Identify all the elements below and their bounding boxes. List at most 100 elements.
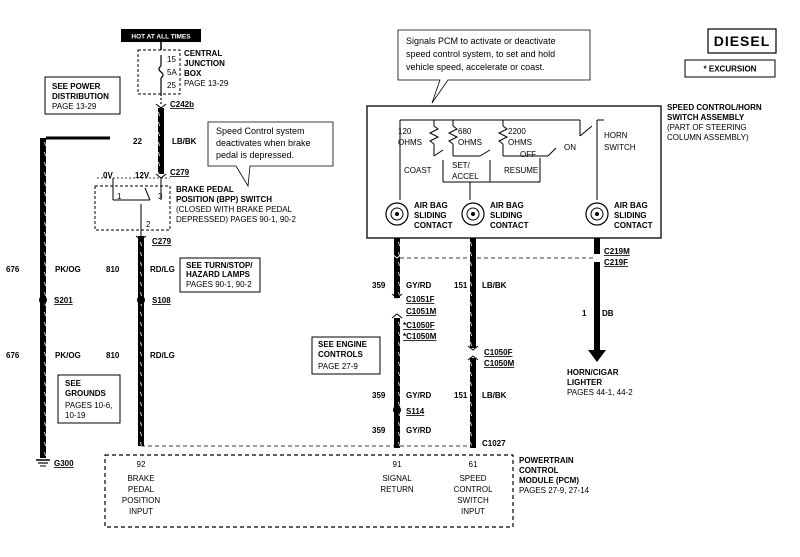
svg-text:OFF: OFF bbox=[520, 150, 536, 159]
wire-151-circuit bbox=[467, 238, 479, 448]
svg-text:810: 810 bbox=[106, 351, 120, 360]
svg-text:C219F: C219F bbox=[604, 258, 628, 267]
svg-text:SEE: SEE bbox=[65, 379, 82, 388]
svg-text:OHMS: OHMS bbox=[398, 138, 422, 147]
svg-text:pedal is depressed.: pedal is depressed. bbox=[216, 150, 294, 160]
svg-text:OHMS: OHMS bbox=[458, 138, 482, 147]
svg-text:C242b: C242b bbox=[170, 100, 194, 109]
svg-text:CONTACT: CONTACT bbox=[614, 221, 653, 230]
svg-text:PAGE 27-9: PAGE 27-9 bbox=[318, 362, 358, 371]
svg-text:*C1050F: *C1050F bbox=[403, 321, 435, 330]
svg-text:SEE POWER: SEE POWER bbox=[52, 82, 101, 91]
horn-lighter-ref: HORN/CIGAR LIGHTER PAGES 44-1, 44-2 bbox=[567, 368, 633, 397]
svg-text:151: 151 bbox=[454, 391, 468, 400]
svg-text:speed control system, to set a: speed control system, to set and hold bbox=[406, 49, 555, 59]
svg-text:CONTROL: CONTROL bbox=[519, 466, 559, 475]
svg-text:RD/LG: RD/LG bbox=[150, 265, 175, 274]
splice-s108: S108 bbox=[137, 296, 171, 305]
svg-text:CONTACT: CONTACT bbox=[414, 221, 453, 230]
svg-text:AIR BAG: AIR BAG bbox=[414, 201, 448, 210]
svg-text:PAGES 10-6,: PAGES 10-6, bbox=[65, 401, 112, 410]
turn-stop-lamps-ref: SEE TURN/STOP/ HAZARD LAMPS PAGES 90-1, … bbox=[179, 257, 261, 293]
svg-text:5A: 5A bbox=[167, 68, 177, 77]
svg-text:* EXCURSION: * EXCURSION bbox=[704, 65, 757, 74]
svg-text:POSITION: POSITION bbox=[122, 496, 160, 505]
svg-text:LB/BK: LB/BK bbox=[172, 137, 197, 146]
svg-text:MODULE (PCM): MODULE (PCM) bbox=[519, 476, 579, 485]
svg-text:359: 359 bbox=[372, 426, 386, 435]
wire-labels-right: 359 GY/RD 151 LB/BK 1 DB 359 GY/RD 151 L… bbox=[372, 281, 614, 435]
svg-text:HORN: HORN bbox=[604, 131, 628, 140]
svg-text:2200: 2200 bbox=[508, 127, 526, 136]
svg-text:COLUMN ASSEMBLY): COLUMN ASSEMBLY) bbox=[667, 133, 749, 142]
svg-text:RD/LG: RD/LG bbox=[150, 351, 175, 360]
svg-text:ACCEL: ACCEL bbox=[452, 172, 479, 181]
svg-text:GY/RD: GY/RD bbox=[406, 426, 432, 435]
svg-text:SLIDING: SLIDING bbox=[414, 211, 446, 220]
speed-control-title: SPEED CONTROL/HORN SWITCH ASSEMBLY (PART… bbox=[667, 103, 762, 142]
svg-text:S114: S114 bbox=[406, 407, 425, 416]
svg-text:61: 61 bbox=[469, 460, 478, 469]
svg-text:92: 92 bbox=[137, 460, 146, 469]
svg-text:SLIDING: SLIDING bbox=[490, 211, 522, 220]
airbag-contact-2: AIR BAG SLIDING CONTACT bbox=[461, 201, 529, 230]
svg-text:Speed Control system: Speed Control system bbox=[216, 126, 305, 136]
svg-text:GY/RD: GY/RD bbox=[406, 281, 432, 290]
svg-text:SWITCH ASSEMBLY: SWITCH ASSEMBLY bbox=[667, 113, 745, 122]
svg-text:15: 15 bbox=[167, 55, 176, 64]
svg-text:91: 91 bbox=[393, 460, 402, 469]
svg-text:359: 359 bbox=[372, 391, 386, 400]
svg-text:SWITCH: SWITCH bbox=[604, 143, 636, 152]
svg-text:JUNCTION: JUNCTION bbox=[184, 59, 225, 68]
svg-text:DEPRESSED) PAGES 90-1, 90-2: DEPRESSED) PAGES 90-1, 90-2 bbox=[176, 215, 296, 224]
svg-text:*C1050M: *C1050M bbox=[403, 332, 437, 341]
svg-text:PAGES 44-1, 44-2: PAGES 44-1, 44-2 bbox=[567, 388, 633, 397]
excursion-note: * EXCURSION bbox=[684, 59, 776, 78]
svg-text:deactivates when brake: deactivates when brake bbox=[216, 138, 311, 148]
svg-text:1: 1 bbox=[582, 309, 587, 318]
svg-text:POWERTRAIN: POWERTRAIN bbox=[519, 456, 574, 465]
svg-text:1: 1 bbox=[117, 192, 122, 201]
speed-control-switch-assembly: 120 OHMS 680 OHMS 2200 OHMS COAST SET/ A… bbox=[366, 105, 662, 239]
svg-text:2: 2 bbox=[146, 220, 151, 229]
ground-g300: G300 bbox=[36, 459, 74, 468]
svg-text:RETURN: RETURN bbox=[380, 485, 414, 494]
svg-text:PK/OG: PK/OG bbox=[55, 351, 81, 360]
airbag-contact-1: AIR BAG SLIDING CONTACT bbox=[385, 201, 453, 230]
svg-text:INPUT: INPUT bbox=[461, 507, 485, 516]
central-junction-box: 15 5A 25 CENTRAL JUNCTION BOX PAGE 13-29 bbox=[137, 42, 229, 95]
svg-text:OHMS: OHMS bbox=[508, 138, 532, 147]
svg-text:151: 151 bbox=[454, 281, 468, 290]
svg-text:25: 25 bbox=[167, 81, 176, 90]
svg-text:SET/: SET/ bbox=[452, 161, 471, 170]
svg-text:22: 22 bbox=[133, 137, 142, 146]
svg-text:10-19: 10-19 bbox=[65, 411, 86, 420]
svg-text:GY/RD: GY/RD bbox=[406, 391, 432, 400]
svg-text:LB/BK: LB/BK bbox=[482, 281, 507, 290]
svg-text:Signals PCM to activate or dea: Signals PCM to activate or deactivate bbox=[406, 36, 556, 46]
svg-text:PAGES 90-1, 90-2: PAGES 90-1, 90-2 bbox=[186, 280, 252, 289]
diesel-badge: DIESEL bbox=[707, 28, 777, 54]
svg-text:SEE TURN/STOP/: SEE TURN/STOP/ bbox=[186, 261, 253, 270]
svg-text:PAGES 27-9, 27-14: PAGES 27-9, 27-14 bbox=[519, 486, 590, 495]
svg-text:C1027: C1027 bbox=[482, 439, 506, 448]
splice-s114: S114 bbox=[393, 406, 425, 416]
svg-text:SPEED: SPEED bbox=[459, 474, 486, 483]
svg-text:C1051F: C1051F bbox=[406, 295, 435, 304]
svg-text:SWITCH: SWITCH bbox=[457, 496, 489, 505]
svg-text:0V: 0V bbox=[103, 171, 113, 180]
svg-text:CENTRAL: CENTRAL bbox=[184, 49, 222, 58]
svg-text:120: 120 bbox=[398, 127, 412, 136]
svg-text:S108: S108 bbox=[152, 296, 171, 305]
svg-text:DISTRIBUTION: DISTRIBUTION bbox=[52, 92, 109, 101]
svg-text:CONTROL: CONTROL bbox=[453, 485, 493, 494]
wire-359-circuit bbox=[391, 238, 403, 448]
svg-text:LIGHTER: LIGHTER bbox=[567, 378, 602, 387]
svg-text:RESUME: RESUME bbox=[504, 166, 538, 175]
svg-text:SPEED CONTROL/HORN: SPEED CONTROL/HORN bbox=[667, 103, 762, 112]
svg-text:(PART OF STEERING: (PART OF STEERING bbox=[667, 123, 747, 132]
airbag-contact-3: AIR BAG SLIDING CONTACT bbox=[585, 201, 653, 230]
svg-text:C279: C279 bbox=[170, 168, 190, 177]
svg-text:HAZARD LAMPS: HAZARD LAMPS bbox=[186, 270, 251, 279]
svg-text:C1051M: C1051M bbox=[406, 307, 437, 316]
